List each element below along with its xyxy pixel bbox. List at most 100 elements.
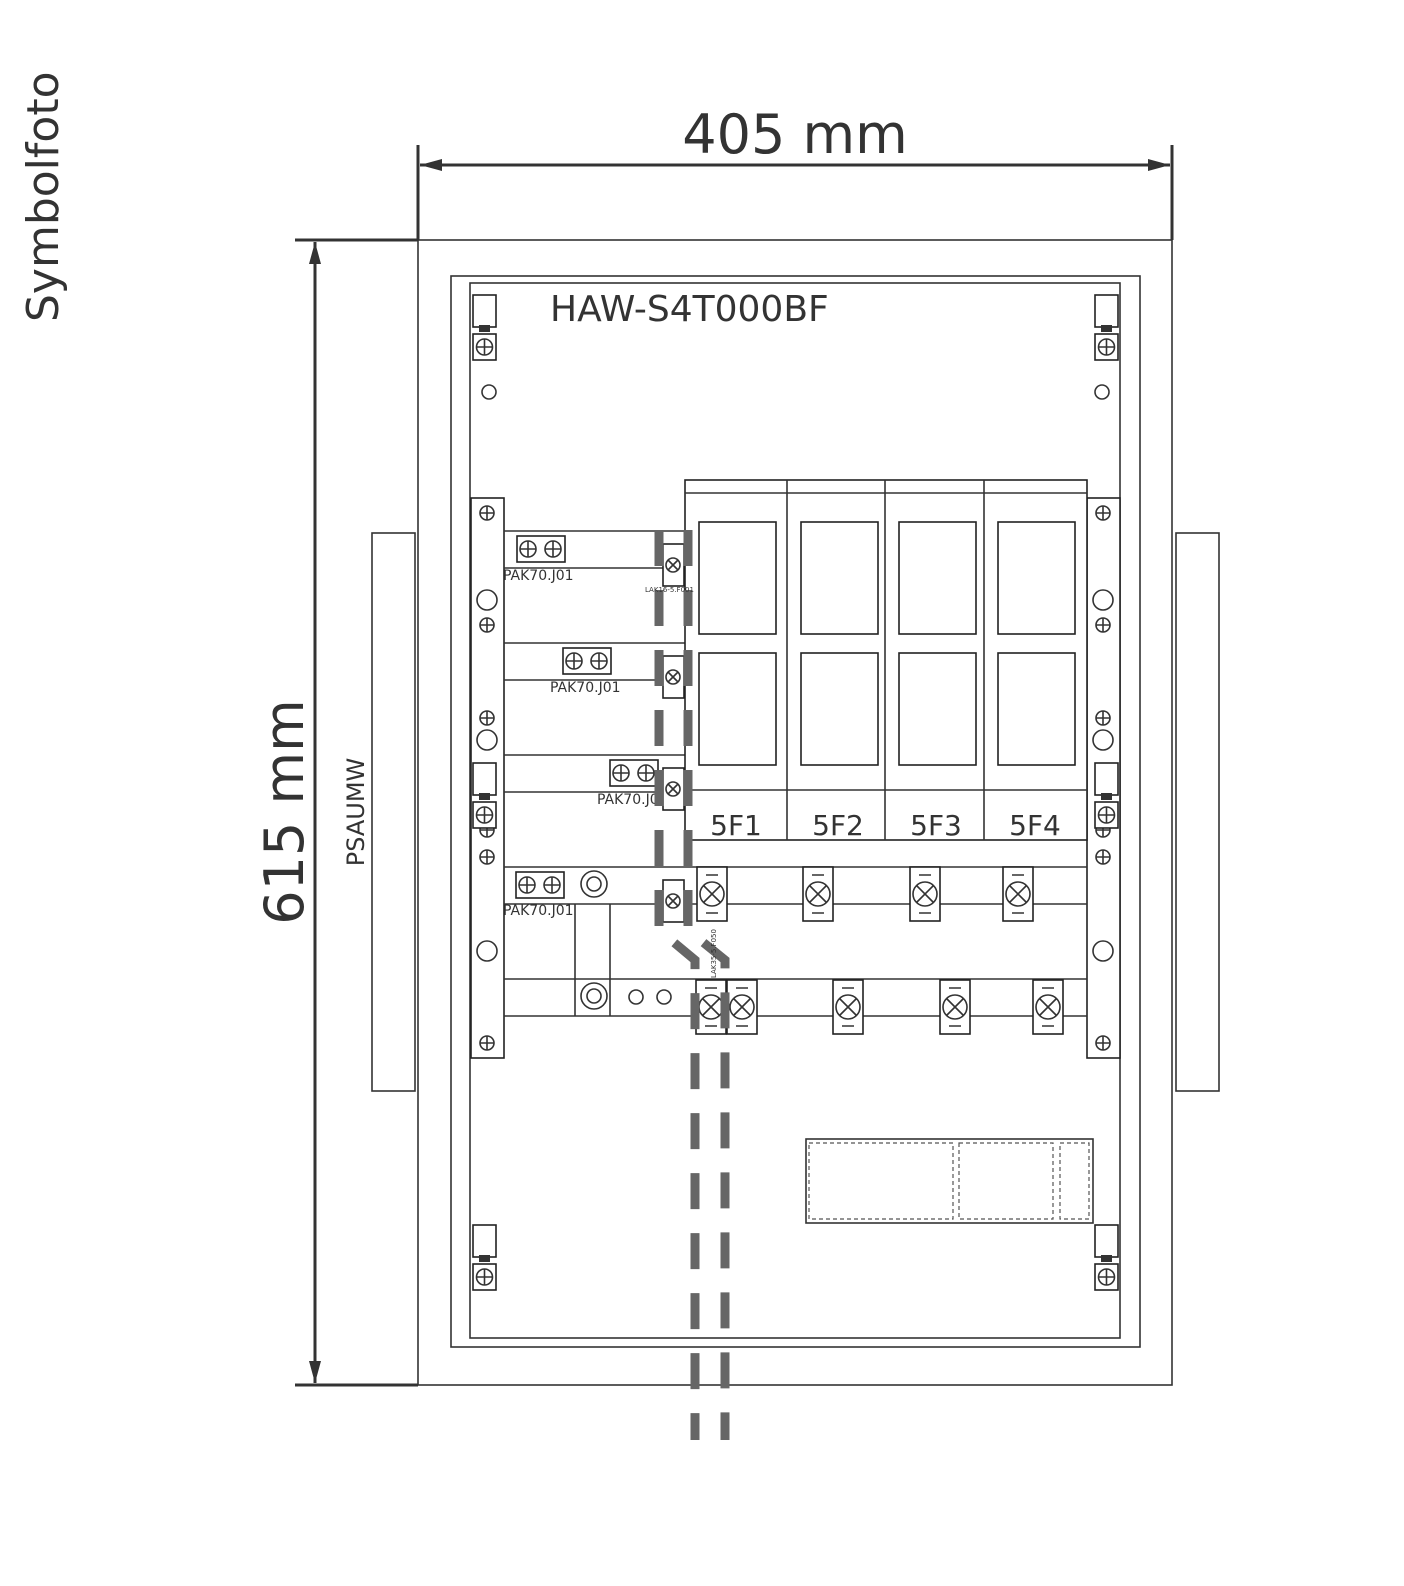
symbolfoto-label: Symbolfoto: [18, 72, 69, 323]
bolt-icon: [580, 982, 608, 1010]
breaker-label-5f4: 5F4: [1009, 809, 1061, 842]
breaker-label-5f3: 5F3: [910, 809, 962, 842]
terminal-x-icon: [667, 671, 679, 683]
mounting-bracket: [1094, 1224, 1119, 1258]
fuse-terminal-label: LAK35-5.F050: [710, 929, 718, 978]
bolt-icon: [586, 988, 602, 1004]
mounting-bracket: [479, 325, 490, 332]
screw-icon: [480, 1036, 494, 1050]
fuse-terminal: [726, 979, 758, 1035]
hole-icon: [476, 940, 498, 962]
screw-icon: [591, 653, 607, 669]
breaker-window: [800, 521, 879, 635]
model-label: HAW-S4T000BF: [550, 289, 829, 330]
mounting-bracket: [479, 1255, 490, 1262]
fuse-x-icon: [809, 874, 827, 914]
enclosure-outer: [417, 239, 1173, 1386]
screw-icon: [1098, 1269, 1115, 1285]
screw-icon: [480, 506, 494, 520]
screw-icon: [544, 877, 560, 893]
fuse-x-icon: [946, 987, 964, 1027]
fuse-x-icon: [916, 874, 934, 914]
cable-run: [654, 530, 730, 1440]
screw-icon: [1096, 618, 1110, 632]
terminal-x-icon: [667, 895, 679, 907]
width-label: 405 mm: [682, 103, 907, 166]
screw-icon: [545, 541, 561, 557]
mounting-bracket: [1094, 294, 1119, 328]
mounting-bracket: [472, 1224, 497, 1258]
pak-label: PAK70.J01: [550, 680, 621, 696]
hole-icon: [476, 589, 498, 611]
breaker-window: [997, 652, 1076, 766]
height-label: 615 mm: [253, 699, 316, 924]
hole-icon: [1092, 729, 1114, 751]
hole-icon: [628, 989, 644, 1005]
fuse-x-icon: [942, 994, 968, 1020]
screw-icon: [1098, 807, 1115, 823]
mounting-bracket: [479, 793, 490, 800]
screw-icon: [520, 541, 536, 557]
breaker-block: 5F1 5F2 5F3 5F4: [684, 479, 1088, 842]
hole-icon: [1092, 589, 1114, 611]
screw-icon: [1098, 339, 1115, 355]
fuse-x-icon: [699, 881, 725, 907]
bolt-icon: [580, 870, 608, 898]
mounting-bracket: [1101, 325, 1112, 332]
screw-icon: [480, 711, 494, 725]
bolt-icon: [586, 876, 602, 892]
fuse-x-icon: [702, 987, 720, 1027]
flange-label: PSAUMW: [342, 758, 370, 867]
terminal-x-icon: [667, 783, 679, 795]
fuse-x-icon: [703, 874, 721, 914]
left-flange: [371, 532, 416, 1092]
mounting-plate: [450, 275, 1141, 1348]
breaker-window: [898, 652, 977, 766]
hole-icon: [1092, 940, 1114, 962]
small-terminal-label: LAK16-5.F001: [645, 586, 694, 594]
mounting-bracket: [1101, 793, 1112, 800]
fuse-x-icon: [1035, 994, 1061, 1020]
fuse-x-icon: [805, 881, 831, 907]
fuse-x-icon: [733, 987, 751, 1027]
terminal-x-icon: [665, 893, 681, 909]
mounting-bracket: [472, 762, 497, 796]
screw-icon: [1096, 1036, 1110, 1050]
screw-icon: [566, 653, 582, 669]
pak-label: PAK70.J01: [597, 792, 668, 808]
breaker-window: [698, 521, 777, 635]
screw-icon: [1096, 506, 1110, 520]
screw-icon: [480, 850, 494, 864]
terminal-x-icon: [667, 559, 679, 571]
breaker-window: [800, 652, 879, 766]
pak-label: PAK70.J01: [503, 568, 574, 584]
breaker-window: [698, 652, 777, 766]
cable-duct: [805, 1138, 1094, 1224]
hole-icon: [481, 384, 497, 400]
fuse-x-icon: [912, 881, 938, 907]
screw-icon: [1096, 711, 1110, 725]
fuse-x-icon: [1009, 874, 1027, 914]
height-dimension: 615 mm: [253, 238, 418, 1387]
right-flange: [1175, 532, 1220, 1092]
hole-icon: [476, 729, 498, 751]
breaker-window: [898, 521, 977, 635]
width-dimension: 405 mm: [416, 103, 1174, 240]
screw-icon: [1096, 850, 1110, 864]
fuse-x-icon: [1039, 987, 1057, 1027]
fuse-x-icon: [835, 994, 861, 1020]
screw-icon: [519, 877, 535, 893]
hole-icon: [1094, 384, 1110, 400]
mounting-bracket: [1101, 1255, 1112, 1262]
fuse-x-icon: [729, 994, 755, 1020]
breaker-label-5f1: 5F1: [710, 809, 762, 842]
fuse-x-icon: [1005, 881, 1031, 907]
screw-icon: [476, 807, 493, 823]
breaker-label-5f2: 5F2: [812, 809, 864, 842]
terminal-x-icon: [665, 781, 681, 797]
screw-icon: [476, 339, 493, 355]
hole-icon: [656, 989, 672, 1005]
screw-icon: [476, 1269, 493, 1285]
breaker-window: [997, 521, 1076, 635]
screw-icon: [613, 765, 629, 781]
